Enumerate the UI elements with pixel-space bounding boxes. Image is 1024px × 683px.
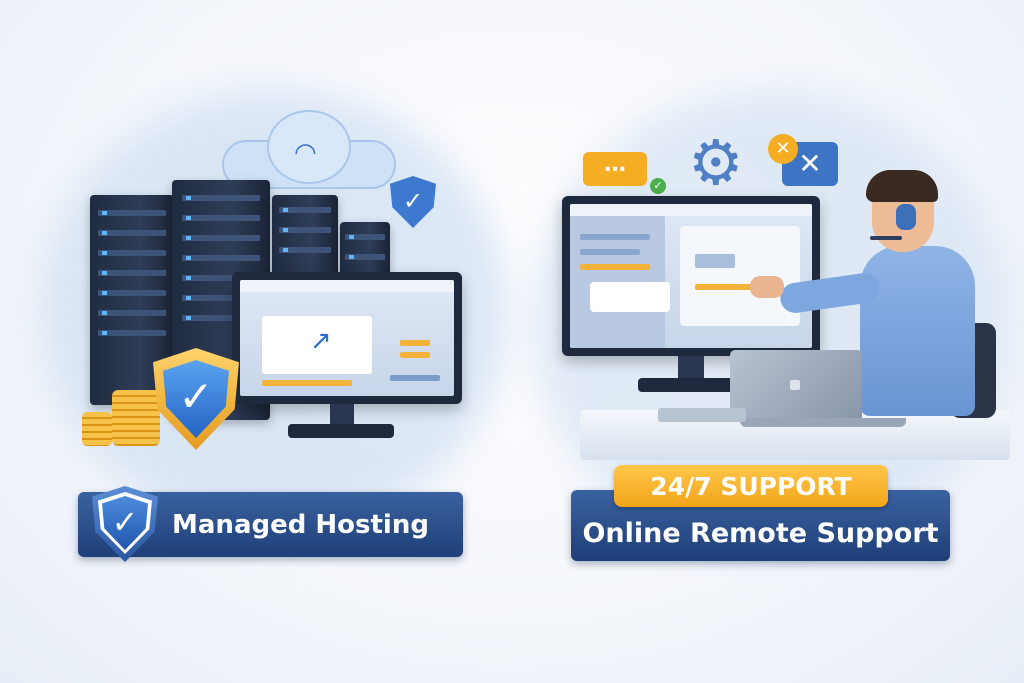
gear-icon: ⚙ [688, 126, 744, 199]
monitor-stand [330, 404, 354, 426]
monitor-chart-icon: ↗ [232, 272, 462, 404]
check-circle-icon: ✓ [650, 178, 666, 194]
support-agent [750, 168, 1000, 418]
chat-bubble-icon: … [583, 152, 647, 186]
coins-icon [82, 390, 162, 446]
shield-check-icon: ✓ [390, 176, 436, 228]
headset-icon [896, 204, 916, 230]
support-monitor [562, 196, 820, 356]
laptop-base [740, 418, 906, 427]
support-24-7-label: 24/7 SUPPORT [650, 471, 852, 501]
agent-hair [866, 170, 938, 202]
headset-mic [870, 236, 902, 240]
cloud-wifi-icon: ◠ [222, 110, 396, 189]
monitor-stand [678, 356, 704, 380]
phone [658, 408, 746, 422]
monitor-base [638, 378, 744, 392]
online-remote-support-label: Online Remote Support [582, 518, 939, 549]
support-24-7-badge: 24/7 SUPPORT [614, 465, 888, 507]
shield-check-icon: ✓ [153, 348, 239, 450]
laptop-icon [730, 350, 862, 422]
agent-hand [750, 276, 784, 298]
monitor-base [288, 424, 394, 438]
server-rack-icon [272, 195, 338, 285]
alert-bubble-icon: ✕ [768, 134, 798, 164]
managed-hosting-label: Managed Hosting [172, 509, 429, 540]
tools-icon: ✕ [782, 142, 838, 186]
agent-torso [860, 246, 975, 416]
